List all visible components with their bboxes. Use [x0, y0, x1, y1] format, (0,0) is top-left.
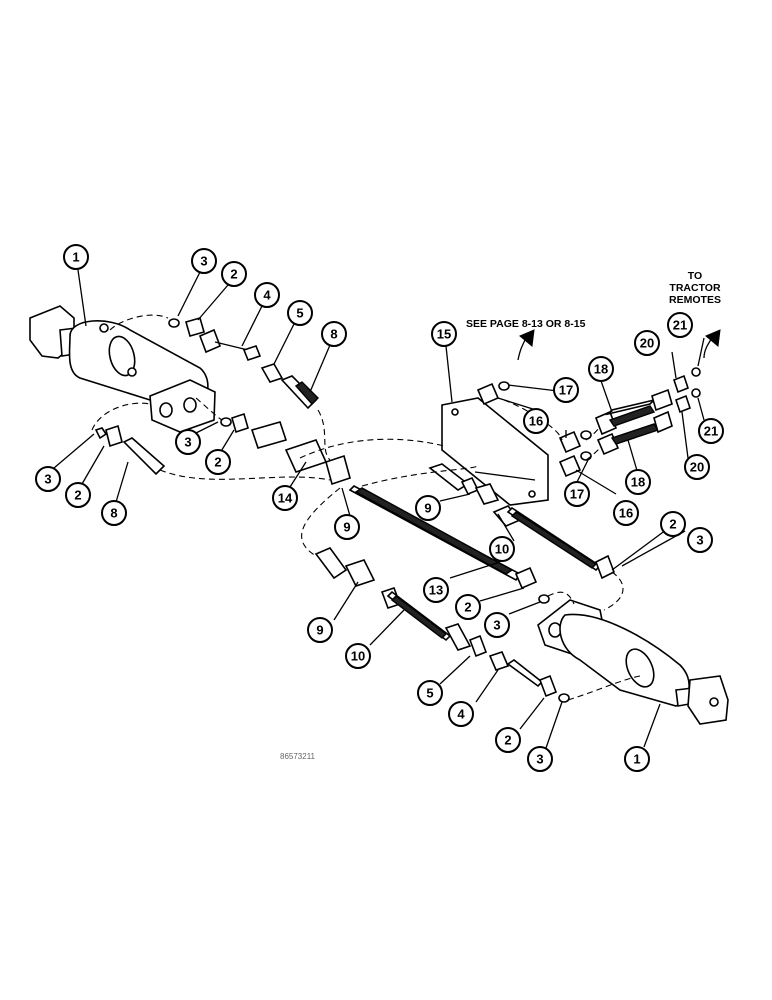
svg-text:3: 3 [184, 435, 191, 450]
callout-2-top: 2 [221, 261, 247, 287]
svg-text:3: 3 [44, 472, 51, 487]
callout-3-left: 3 [35, 466, 61, 492]
callout-21-lower: 21 [698, 418, 724, 444]
svg-text:2: 2 [669, 517, 676, 532]
callout-1-right: 1 [624, 746, 650, 772]
svg-text:16: 16 [529, 414, 543, 429]
leader-lines [53, 269, 705, 749]
flow-arrows [517, 329, 721, 361]
svg-text:10: 10 [495, 542, 509, 557]
svg-text:9: 9 [316, 623, 323, 638]
note-remotes: REMOTES [669, 294, 721, 306]
svg-text:13: 13 [429, 583, 443, 598]
svg-text:2: 2 [214, 455, 221, 470]
fittings-upper-left [168, 317, 319, 410]
hoses [314, 463, 616, 703]
svg-text:1: 1 [633, 752, 640, 767]
svg-text:20: 20 [690, 460, 704, 475]
svg-text:21: 21 [704, 424, 718, 439]
callout-21-upper: 21 [667, 312, 693, 338]
callout-18-lower: 18 [625, 469, 651, 495]
svg-text:8: 8 [110, 506, 117, 521]
svg-text:2: 2 [74, 488, 81, 503]
callout-10-upper: 10 [489, 536, 515, 562]
callout-2-right: 2 [660, 511, 686, 537]
svg-text:3: 3 [493, 618, 500, 633]
svg-text:9: 9 [343, 520, 350, 535]
svg-text:3: 3 [696, 533, 703, 548]
svg-text:17: 17 [570, 487, 584, 502]
callouts: 1 3 2 4 5 8 3 2 3 2 8 14 9 15 17 16 18 2… [35, 244, 724, 772]
callout-3-bottom: 3 [527, 746, 553, 772]
callout-16-lower: 16 [613, 500, 639, 526]
callout-2-left: 2 [65, 482, 91, 508]
callout-15: 15 [431, 321, 457, 347]
note-see-page: SEE PAGE 8-13 OR 8-15 [466, 318, 586, 330]
note-tractor: TRACTOR [669, 282, 721, 294]
callout-8-top: 8 [321, 321, 347, 347]
callout-3-right: 3 [687, 527, 713, 553]
callout-9-upper: 9 [334, 514, 360, 540]
callout-3-mid: 3 [175, 429, 201, 455]
fittings-left-middle [94, 412, 351, 486]
svg-text:2: 2 [504, 733, 511, 748]
svg-text:15: 15 [437, 327, 451, 342]
callout-4-lower: 4 [448, 701, 474, 727]
callout-18-upper: 18 [588, 356, 614, 382]
svg-text:20: 20 [640, 336, 654, 351]
callout-20-upper: 20 [634, 330, 660, 356]
callout-20-lower: 20 [684, 454, 710, 480]
svg-text:5: 5 [426, 686, 433, 701]
dashed-connections [91, 314, 641, 701]
svg-text:4: 4 [263, 288, 271, 303]
fittings-upper-right [476, 367, 701, 478]
svg-text:1: 1 [72, 250, 79, 265]
svg-text:17: 17 [559, 383, 573, 398]
callout-10-lower: 10 [345, 643, 371, 669]
svg-text:18: 18 [631, 475, 645, 490]
callout-1-left: 1 [63, 244, 89, 270]
callout-4-top: 4 [254, 282, 280, 308]
notes: SEE PAGE 8-13 OR 8-15 TO TRACTOR REMOTES… [280, 270, 721, 761]
callout-16-upper: 16 [523, 408, 549, 434]
callout-17-lower: 17 [564, 481, 590, 507]
callout-13: 13 [423, 577, 449, 603]
note-to: TO [688, 270, 702, 282]
figure-id: 86573211 [280, 752, 316, 761]
svg-text:8: 8 [330, 327, 337, 342]
svg-text:18: 18 [594, 362, 608, 377]
cylinder-right [537, 599, 729, 725]
cylinder-left [29, 305, 216, 433]
svg-text:3: 3 [536, 752, 543, 767]
svg-text:3: 3 [200, 254, 207, 269]
svg-text:21: 21 [673, 318, 687, 333]
callout-8-left: 8 [101, 500, 127, 526]
callout-5-top: 5 [287, 300, 313, 326]
callout-2-bottom: 2 [495, 727, 521, 753]
svg-text:10: 10 [351, 649, 365, 664]
callout-3-top: 3 [191, 248, 217, 274]
svg-text:4: 4 [457, 707, 465, 722]
manifold-plate [441, 397, 549, 506]
svg-text:14: 14 [278, 491, 293, 506]
callout-5-lower: 5 [417, 680, 443, 706]
callout-9-lower: 9 [307, 617, 333, 643]
callout-17-upper: 17 [553, 377, 579, 403]
callout-2-center: 2 [455, 594, 481, 620]
svg-text:2: 2 [230, 267, 237, 282]
svg-text:9: 9 [424, 501, 431, 516]
svg-text:2: 2 [464, 600, 471, 615]
callout-9-mid: 9 [415, 495, 441, 521]
svg-text:16: 16 [619, 506, 633, 521]
callout-14: 14 [272, 485, 298, 511]
svg-text:5: 5 [296, 306, 303, 321]
callout-2-mid: 2 [205, 449, 231, 475]
callout-3-center: 3 [484, 612, 510, 638]
